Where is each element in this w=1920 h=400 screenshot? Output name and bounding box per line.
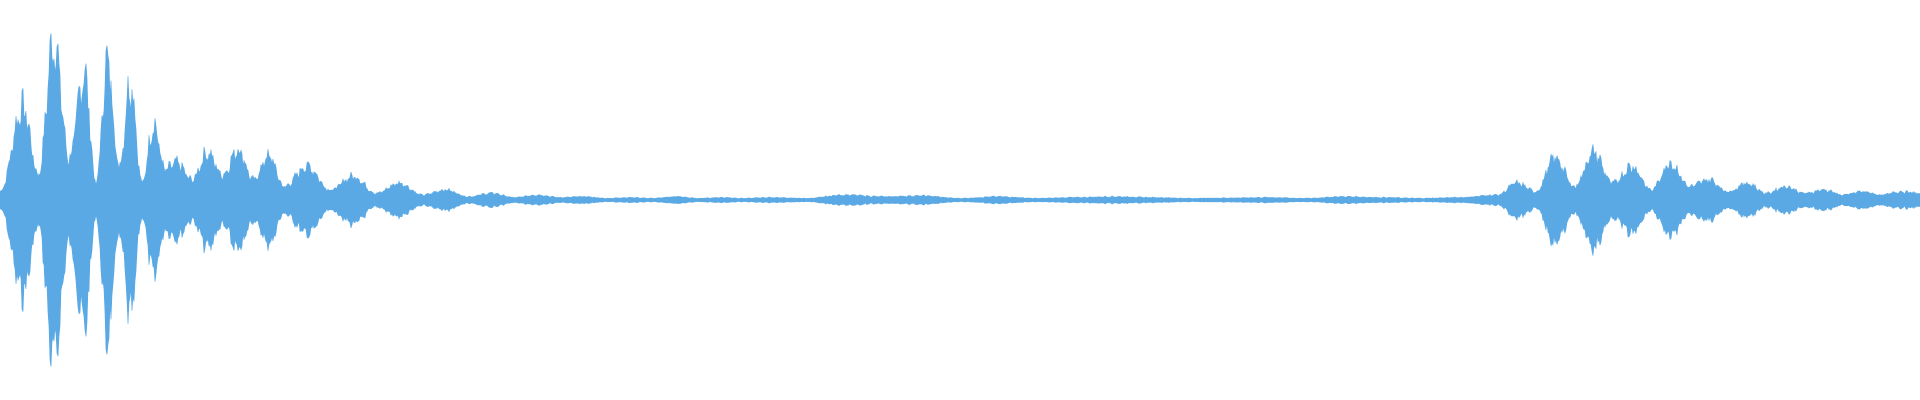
waveform-bars bbox=[0, 33, 1920, 367]
